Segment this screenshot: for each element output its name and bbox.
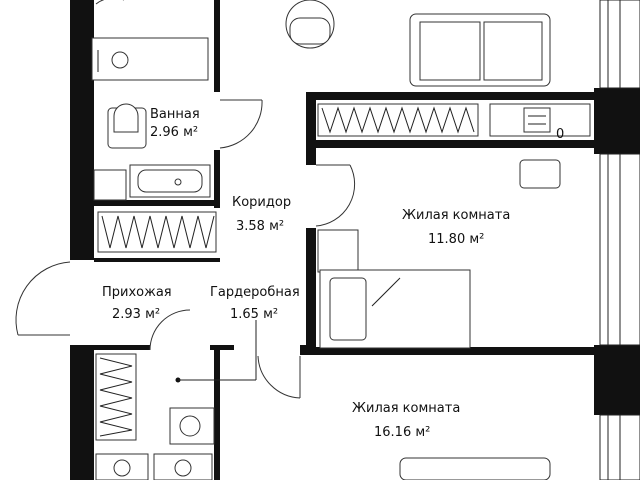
room-name-living-room-2: Жилая комната (352, 401, 460, 416)
wardrobe-room-fixtures (95, 320, 257, 480)
doors (15, 0, 356, 399)
room-area-hallway: 2.93 м² (112, 307, 160, 322)
room-name-hallway: Прихожая (102, 285, 172, 300)
walls (70, 0, 640, 480)
room-area-bathroom: 2.96 м² (150, 125, 198, 140)
corridor-closet (97, 211, 217, 253)
desk-label: 0 (556, 127, 564, 142)
dining-table (285, 0, 335, 49)
room-name-wardrobe: Гардеробная (210, 285, 300, 300)
room-name-bathroom: Ванная (150, 107, 200, 122)
room-area-living-room-1: 11.80 м² (428, 232, 484, 247)
room-area-corridor: 3.58 м² (236, 219, 284, 234)
room-name-corridor: Коридор (232, 195, 291, 210)
room2-furniture (399, 457, 551, 480)
room1-wardrobe (317, 103, 591, 189)
room-area-living-room-2: 16.16 м² (374, 425, 430, 440)
windows (599, 0, 640, 480)
room-name-living-room-1: Жилая комната (402, 208, 510, 223)
bathroom-fixtures (91, 37, 211, 201)
room-area-wardrobe: 1.65 м² (230, 307, 278, 322)
room1-furniture (317, 13, 551, 349)
